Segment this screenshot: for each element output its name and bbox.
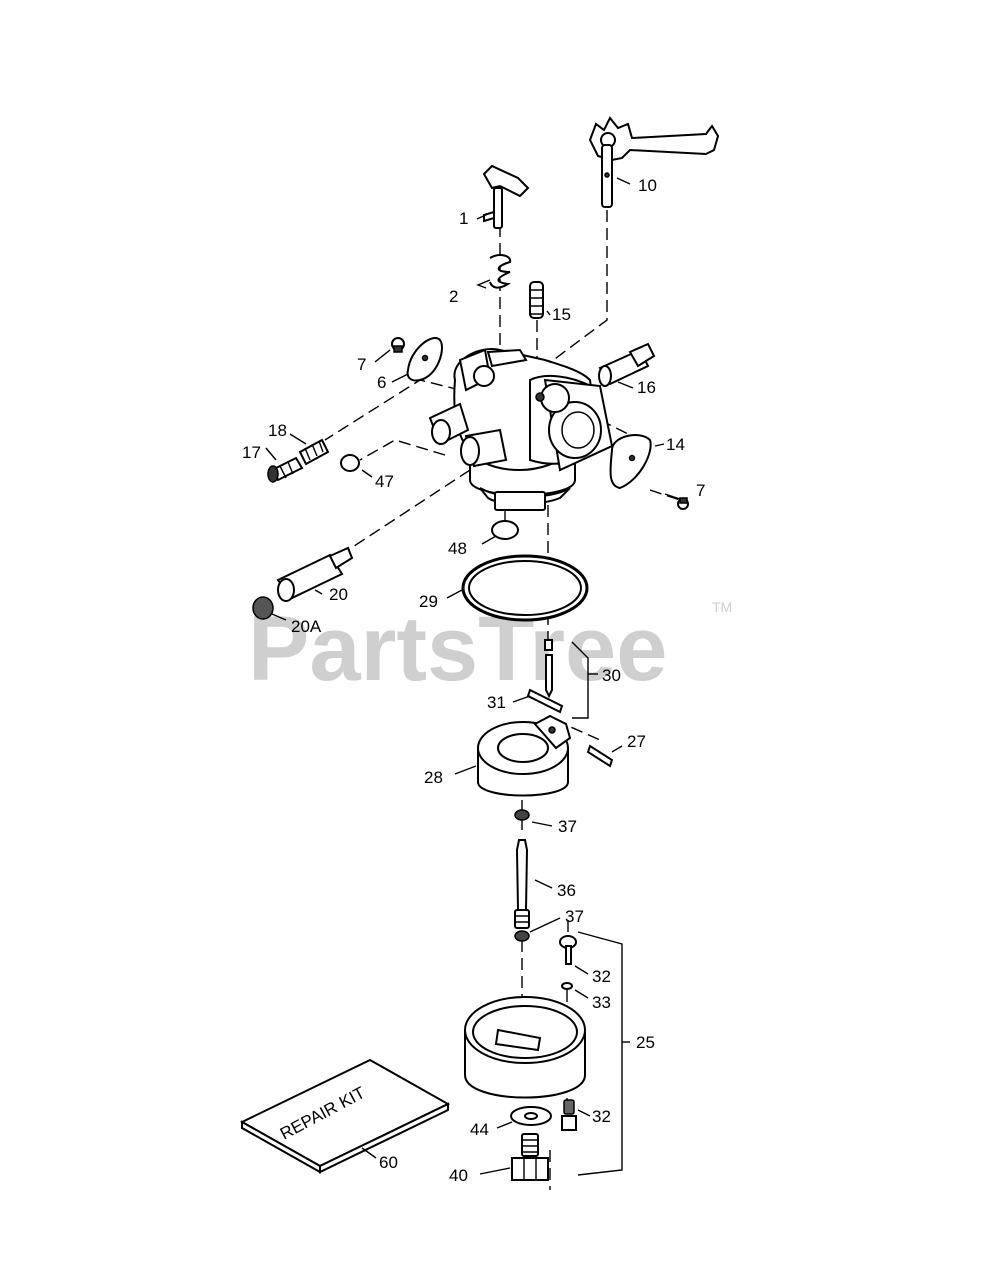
choke-shaft-part [276, 546, 354, 602]
bowl-nut-part [511, 1133, 549, 1181]
float-part [477, 714, 572, 797]
callout-30: 30 [602, 666, 621, 685]
callout-29: 29 [419, 592, 438, 611]
shutter-screw-bottom-part [677, 497, 689, 510]
callout-16: 16 [637, 378, 656, 397]
callout-7-bottom: 7 [696, 481, 705, 500]
callout-37-bottom: 37 [565, 907, 584, 926]
main-nozzle-part [514, 839, 530, 929]
repair-kit-box: REPAIR KIT [239, 1058, 451, 1174]
callout-28: 28 [424, 768, 443, 787]
fuel-inlet-part [598, 342, 656, 387]
watermark: PartsTree [248, 598, 667, 700]
callout-14: 14 [666, 435, 685, 454]
callout-47: 47 [375, 472, 394, 491]
callout-2: 2 [449, 287, 458, 306]
callout-labels: 1 2 6 7 7 10 14 15 16 17 18 20 20A 25 27… [242, 176, 705, 1185]
float-bowl-part [464, 996, 586, 1099]
callout-17: 17 [242, 443, 261, 462]
callout-37-top: 37 [558, 817, 577, 836]
callout-36: 36 [557, 881, 576, 900]
callout-25: 25 [636, 1033, 655, 1052]
callout-33: 33 [592, 993, 611, 1012]
drain-plunger-part [559, 935, 577, 965]
bracket-lines [571, 641, 630, 1176]
fiber-washer-bottom-part [514, 930, 530, 942]
callout-48: 48 [448, 539, 467, 558]
bowl-gasket-part [461, 554, 589, 622]
welch-plug-part [340, 454, 360, 472]
throttle-lever-part [588, 116, 720, 208]
callout-32-bottom: 32 [592, 1107, 611, 1126]
leader-lines [265, 177, 681, 1175]
callout-20: 20 [329, 585, 348, 604]
small-oring-part [491, 520, 519, 540]
idle-screw-part [267, 456, 304, 483]
callout-6: 6 [377, 373, 386, 392]
bowl-washer-part [510, 1106, 552, 1126]
choke-shaft-cap-part [252, 596, 274, 620]
choke-lever-part [482, 164, 530, 229]
idle-screw-spring-part [298, 438, 330, 466]
choke-shutter-part [406, 337, 443, 382]
callout-44: 44 [470, 1120, 489, 1139]
callout-7-top: 7 [357, 355, 366, 374]
float-pin-part [586, 744, 614, 768]
choke-spring-part [476, 254, 512, 289]
drain-spring-part [561, 1099, 577, 1131]
callout-10: 10 [638, 176, 657, 195]
callout-20a: 20A [291, 617, 322, 636]
callout-27: 27 [627, 732, 646, 751]
needle-clip-part [526, 688, 564, 714]
callout-15: 15 [552, 305, 571, 324]
fiber-washer-top-part [514, 809, 530, 821]
carburetor-body-part [428, 348, 614, 511]
inlet-needle-part [544, 639, 553, 699]
callout-60: 60 [379, 1153, 398, 1172]
idle-spring-part [529, 281, 544, 319]
callout-18: 18 [268, 421, 287, 440]
shutter-screw-top-part [391, 337, 405, 353]
callout-40: 40 [449, 1166, 468, 1185]
drain-washer-part [561, 982, 573, 990]
watermark-trademark: TM [712, 599, 732, 615]
callout-31: 31 [487, 693, 506, 712]
callout-1: 1 [459, 209, 468, 228]
throttle-shutter-part [609, 434, 652, 490]
callout-32-top: 32 [592, 967, 611, 986]
